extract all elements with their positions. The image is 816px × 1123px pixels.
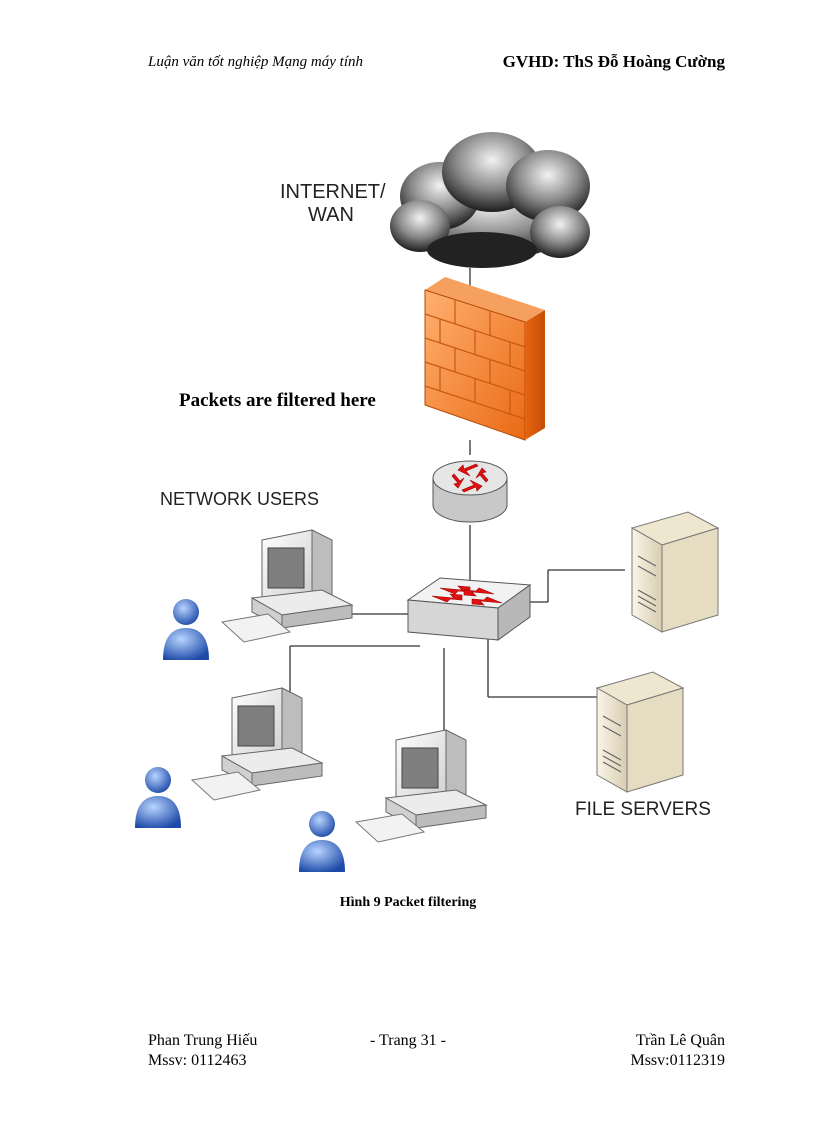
user-icon: [299, 811, 345, 872]
network-users-label: NETWORK USERS: [160, 489, 319, 509]
running-header-left: Luận văn tốt nghiệp Mạng máy tính: [148, 54, 363, 70]
footer-left-id: Mssv: 0112463: [148, 1052, 247, 1069]
computer-icon: [220, 529, 354, 643]
filter-note-label: Packets are filtered here: [179, 390, 376, 411]
footer-right-name: Trần Lê Quân: [635, 1032, 725, 1049]
user-icon: [135, 767, 181, 828]
connection-lines: [289, 268, 625, 735]
footer-left-name: Phan Trung Hiếu: [148, 1032, 258, 1049]
switch-icon: [406, 577, 532, 641]
firewall-icon: [424, 277, 545, 441]
file-servers-label: FILE SERVERS: [575, 799, 711, 820]
server-icon: [595, 671, 685, 793]
page-number: - Trang 31 -: [369, 1032, 446, 1049]
computer-icon: [354, 729, 488, 843]
router-icon: [432, 460, 508, 523]
internet-label-line1: INTERNET/: [280, 181, 386, 203]
cloud-icon: [390, 132, 590, 268]
running-header-right: GVHD: ThS Đỗ Hoàng Cường: [502, 52, 725, 71]
server-icon: [630, 511, 720, 633]
computer-icon: [190, 687, 324, 801]
user-icon: [163, 599, 209, 660]
figure-caption: Hình 9 Packet filtering: [339, 895, 477, 910]
footer-right-id: Mssv:0112319: [630, 1052, 725, 1069]
footer-right: Trần Lê Quân Mssv:0112319: [630, 1031, 725, 1071]
internet-label-line2: WAN: [308, 204, 354, 226]
footer-left: Phan Trung Hiếu Mssv: 0112463: [148, 1031, 257, 1071]
